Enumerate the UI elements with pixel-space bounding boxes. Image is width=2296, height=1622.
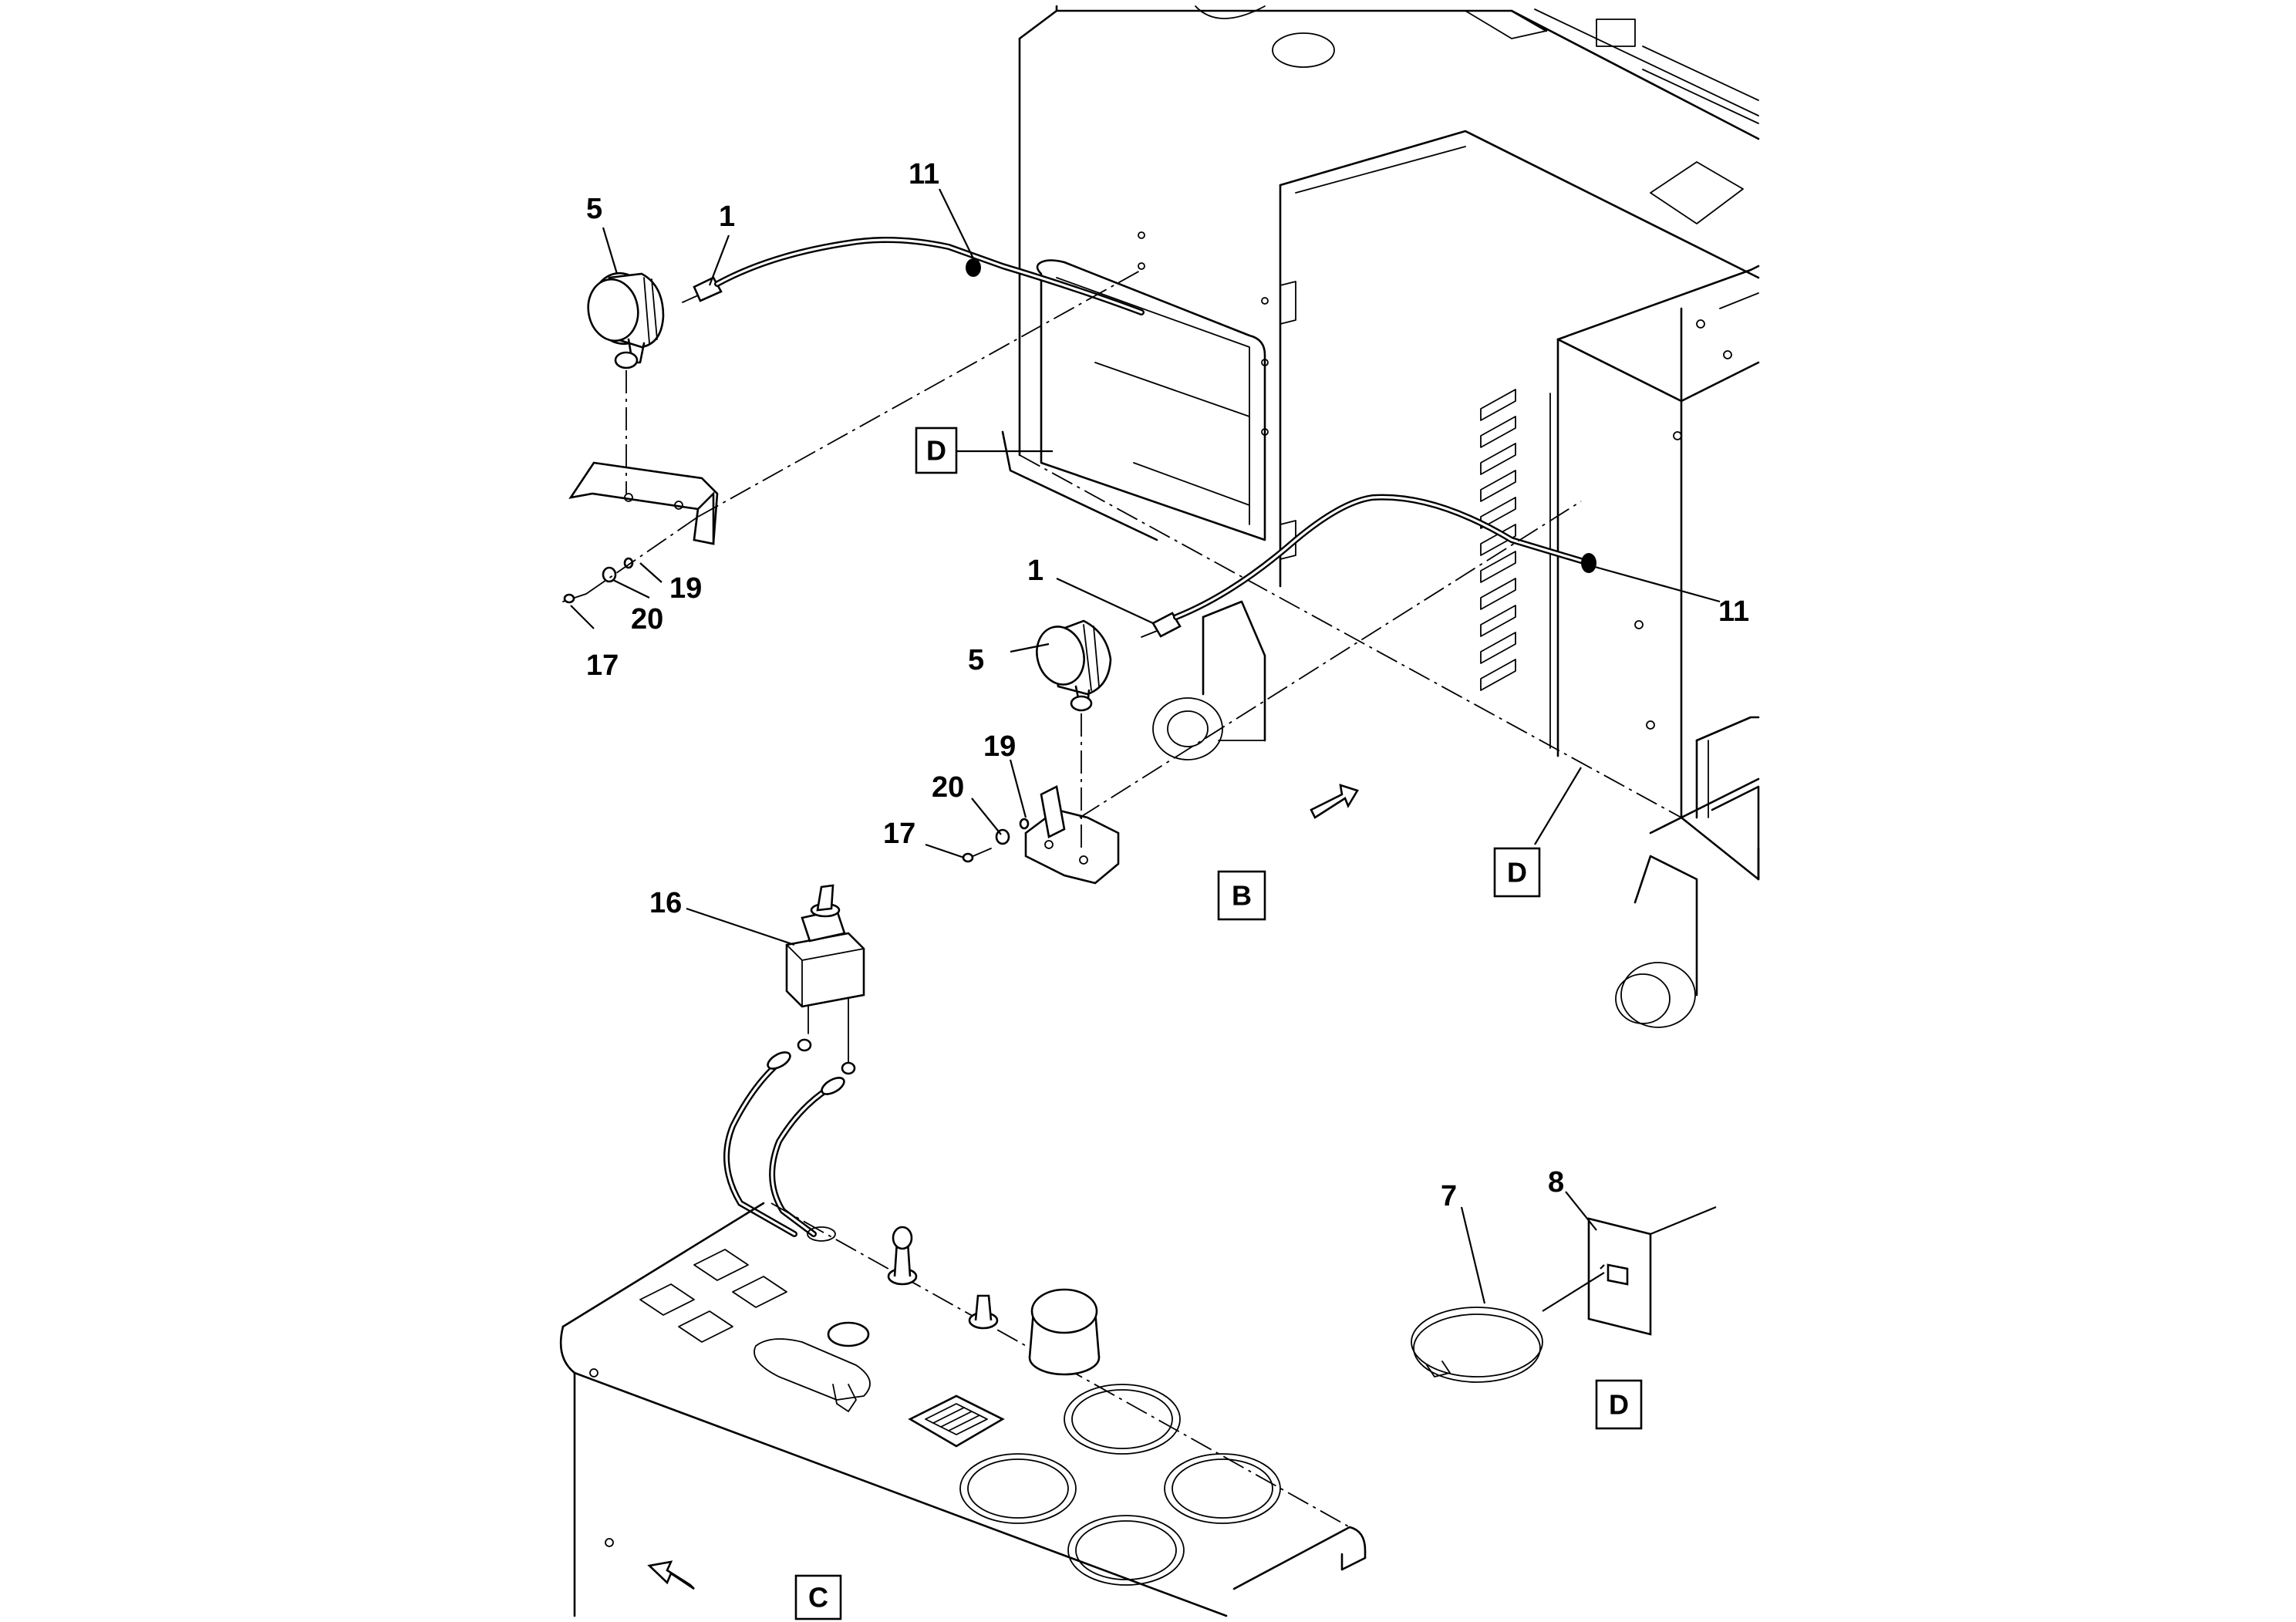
callout-5-middle: 5 xyxy=(968,644,984,676)
callout-17-upper: 17 xyxy=(586,649,619,682)
callout-5-upper: 5 xyxy=(586,193,602,225)
control-panel xyxy=(559,1202,1367,1617)
callout-numbers: 5 1 11 19 20 17 1 5 11 19 20 17 16 8 7 xyxy=(586,158,1749,1212)
view-label-d-upper: D xyxy=(915,427,958,474)
cable-upper xyxy=(714,237,1145,315)
view-label-b: B xyxy=(1217,870,1266,921)
callout-20-upper: 20 xyxy=(631,603,663,636)
view-label-c: C xyxy=(794,1574,842,1620)
work-light-upper xyxy=(587,271,665,369)
callout-11-middle: 11 xyxy=(1718,595,1749,628)
callout-19-upper: 19 xyxy=(669,572,702,605)
callout-20-middle: 20 xyxy=(932,771,964,804)
callout-17-middle: 17 xyxy=(883,818,915,850)
bracket-middle xyxy=(1024,785,1120,885)
callout-1-middle: 1 xyxy=(1027,555,1043,587)
hose-clamp xyxy=(1411,1307,1543,1383)
toggle-switch xyxy=(785,884,865,1065)
cable-middle xyxy=(1173,494,1596,620)
svg-text:D: D xyxy=(926,435,946,467)
work-light-middle xyxy=(1036,619,1112,712)
bracket-upper xyxy=(568,461,719,545)
callout-8: 8 xyxy=(1548,1166,1564,1199)
machine-housing xyxy=(1001,5,1760,1028)
callout-7: 7 xyxy=(1441,1180,1457,1212)
leader-lines xyxy=(570,188,1721,1304)
svg-text:D: D xyxy=(1609,1389,1629,1421)
switch-leads xyxy=(723,1038,856,1237)
view-label-d-detail: D xyxy=(1595,1379,1643,1430)
view-label-d-lower: D xyxy=(1493,847,1541,898)
svg-text:C: C xyxy=(808,1582,828,1614)
callout-1-upper: 1 xyxy=(719,201,735,233)
callout-16: 16 xyxy=(649,887,682,919)
direction-arrow-c xyxy=(647,1560,695,1590)
connector-middle xyxy=(1141,612,1182,638)
vent-louvers xyxy=(1480,389,1516,691)
connector-upper xyxy=(682,276,723,303)
callout-19-middle: 19 xyxy=(983,730,1016,763)
hardware-middle xyxy=(962,818,1030,863)
svg-text:D: D xyxy=(1507,857,1527,889)
label-plate xyxy=(1587,1217,1652,1336)
svg-text:B: B xyxy=(1232,880,1252,912)
callout-11-upper: 11 xyxy=(909,158,939,191)
hardware-upper xyxy=(562,516,699,604)
direction-arrow-b xyxy=(1310,784,1359,819)
